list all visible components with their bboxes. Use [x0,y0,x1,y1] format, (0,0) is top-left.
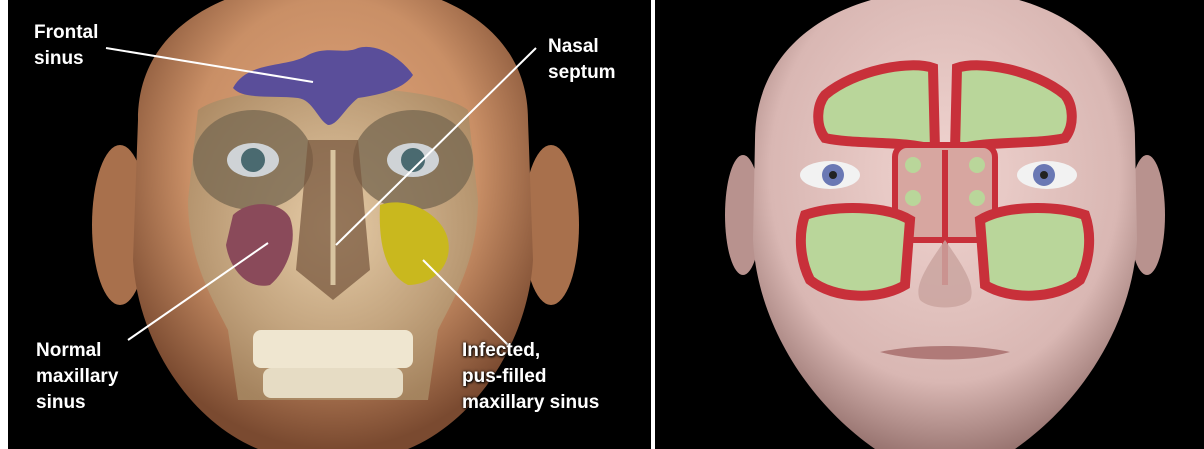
left-iris [241,148,265,172]
face-panel-right [655,0,1204,449]
face-illustration [655,0,1204,449]
anatomy-panel-left: Frontal sinus Nasal septum Normal maxill… [8,0,651,449]
ethmoid-cell-2 [969,157,985,173]
ethmoid-cell-1 [905,157,921,173]
ethmoid-cell-3 [905,190,921,206]
upper-teeth [253,330,413,368]
frontal-sinus-label: Frontal sinus [34,20,98,72]
left-pupil [829,171,837,179]
maxillary-sinus-left [801,208,910,296]
nasal-septum-label: Nasal septum [548,34,616,86]
maxillary-sinus-right [980,208,1089,296]
infected-maxillary-sinus-label: Infected, pus-filled maxillary sinus [462,338,599,416]
ethmoid-cell-4 [969,190,985,206]
right-pupil [1040,171,1048,179]
lower-teeth [263,368,403,398]
normal-maxillary-sinus-label: Normal maxillary sinus [36,338,118,416]
